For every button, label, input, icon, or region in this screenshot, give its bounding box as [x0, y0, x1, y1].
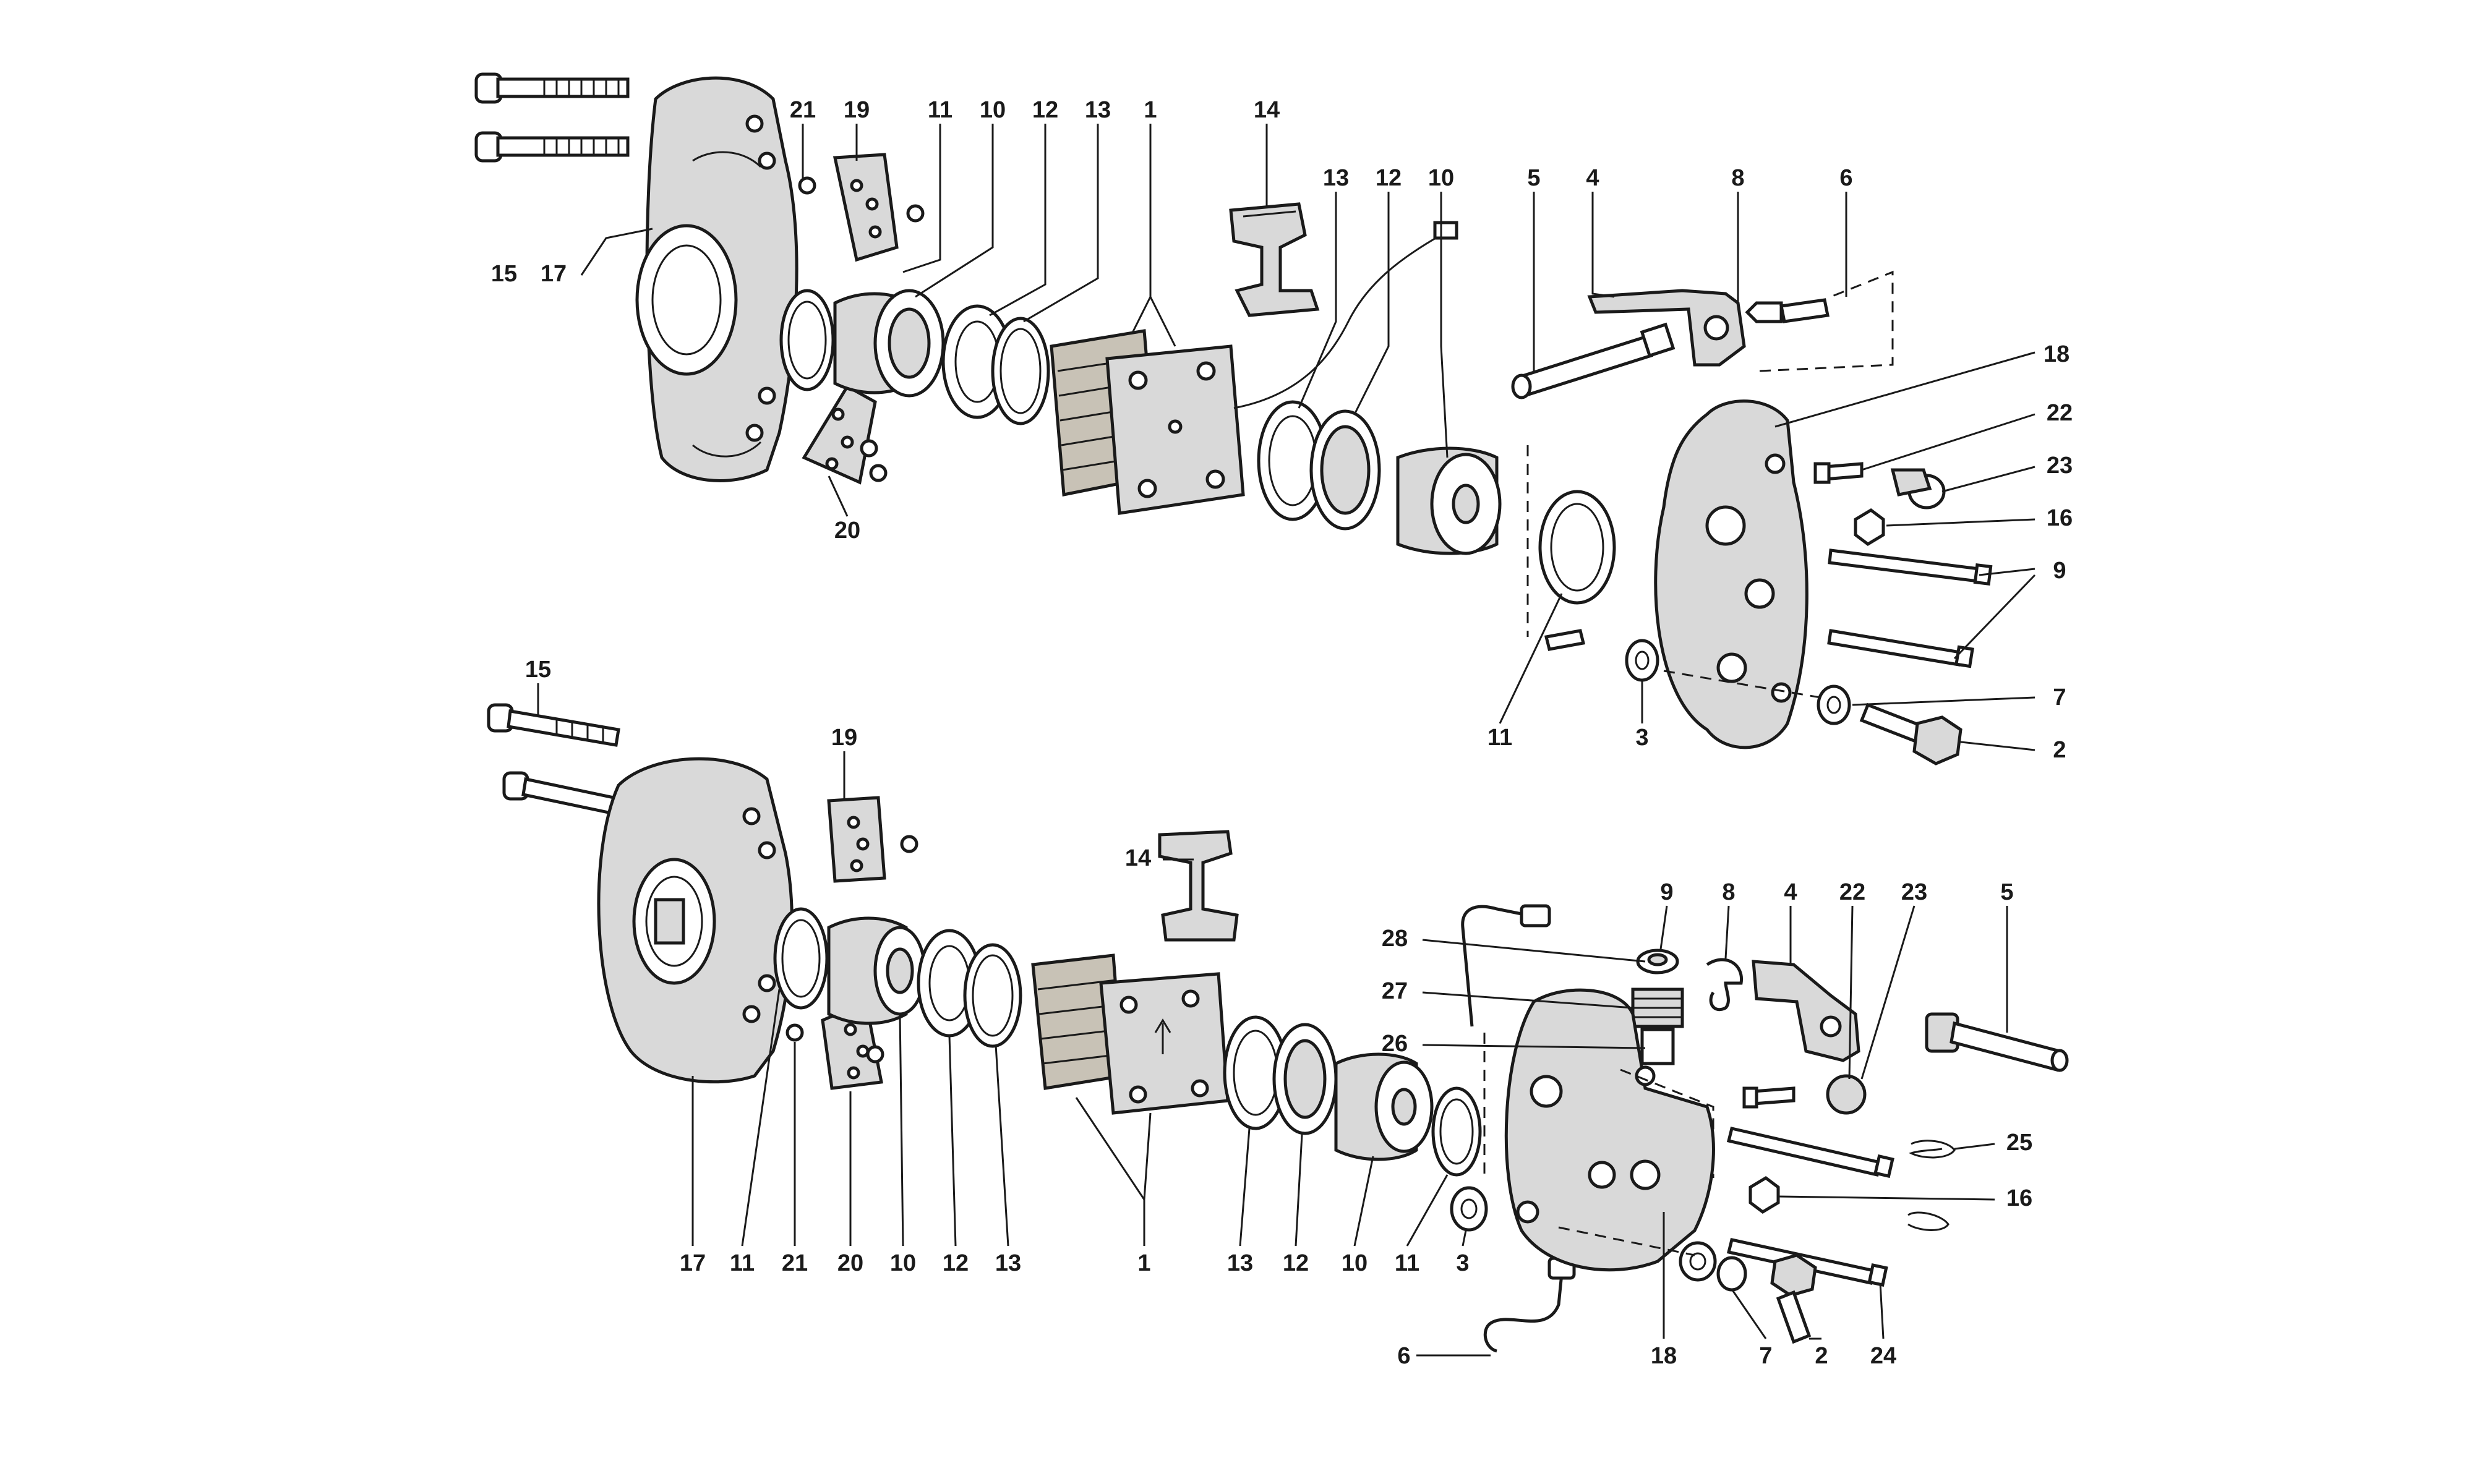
callout-u10a: 10	[980, 97, 1006, 123]
callout-u1: 1	[1144, 97, 1157, 123]
callout-l7: 7	[1759, 1343, 1772, 1369]
callout-l11a: 11	[730, 1250, 755, 1276]
callout-l9: 9	[1660, 879, 1673, 905]
callout-l15: 15	[525, 657, 551, 683]
callout-l10b: 10	[1342, 1250, 1368, 1276]
lower-left-piston-stack	[773, 907, 1022, 1048]
callout-u17: 17	[541, 261, 567, 287]
upper-right-piston-stack	[1257, 400, 1502, 555]
callout-l27: 27	[1382, 978, 1408, 1004]
callout-u6: 6	[1839, 165, 1852, 191]
lower-caliper-assembly	[487, 703, 2069, 1353]
lower-pad-direction-arrow-icon	[1154, 1018, 1171, 1054]
lower-dashed-guide-bottom	[1558, 1226, 1695, 1256]
lower-brake-pads	[1031, 953, 1230, 1115]
callout-u9: 9	[2053, 558, 2066, 584]
callout-u19: 19	[844, 97, 870, 123]
callout-u12b: 12	[1376, 165, 1402, 191]
callout-u15: 15	[491, 261, 517, 287]
lower-pins-washers-bolt	[1679, 1127, 1956, 1344]
upper-long-bolts	[474, 72, 630, 163]
callout-l11b: 11	[1395, 1250, 1419, 1276]
lower-outer-caliper-half	[597, 757, 794, 1084]
callout-l21: 21	[782, 1250, 808, 1276]
lower-dashed-guide-bracket	[1620, 1068, 1714, 1178]
upper-dashed-guide-top	[1759, 270, 1894, 372]
callout-u13a: 13	[1085, 97, 1111, 123]
callout-u5: 5	[1527, 165, 1540, 191]
callout-u18: 18	[2044, 341, 2070, 367]
upper-inner-caliper-half	[1654, 399, 1808, 749]
callout-u14: 14	[1254, 97, 1280, 123]
lower-bracket-group	[1706, 958, 2069, 1115]
callout-l2: 2	[1815, 1343, 1828, 1369]
upper-left-piston-stack	[779, 289, 1050, 425]
callout-u20: 20	[834, 518, 860, 544]
callout-l4: 4	[1784, 879, 1797, 905]
upper-brake-pads	[1050, 329, 1245, 515]
upper-guide-pins	[1827, 548, 1993, 668]
callout-u23: 23	[2047, 453, 2073, 479]
upper-outer-caliper-half	[635, 76, 798, 482]
lower-right-piston-stack	[1223, 1015, 1488, 1232]
callout-l14: 14	[1125, 845, 1151, 871]
upper-bleeder-bracket-group	[1511, 289, 1830, 399]
upper-pad-spring-clip	[1229, 202, 1320, 317]
callout-l24: 24	[1870, 1343, 1896, 1369]
callout-u21: 21	[790, 97, 816, 123]
upper-fittings-right	[1813, 462, 1946, 547]
upper-dashed-guide-right	[1663, 670, 1828, 700]
callout-l28: 28	[1382, 926, 1408, 952]
callout-l12b: 12	[1283, 1250, 1309, 1276]
callout-l5: 5	[2000, 879, 2013, 905]
callout-l6: 6	[1397, 1343, 1410, 1369]
lower-bleeder-stack	[1631, 949, 1684, 1065]
callout-l13a: 13	[995, 1250, 1021, 1276]
callout-u10b: 10	[1428, 165, 1454, 191]
callout-u11b: 11	[1487, 725, 1512, 751]
callout-l22: 22	[1839, 879, 1865, 905]
upper-wear-sensor-wire	[1233, 234, 1442, 409]
callout-u22: 22	[2047, 400, 2073, 426]
callout-u7: 7	[2053, 684, 2066, 710]
callout-u11a: 11	[928, 97, 952, 123]
callout-u3: 3	[1635, 725, 1648, 751]
callout-l20: 20	[837, 1250, 863, 1276]
lower-inner-caliper-half	[1504, 988, 1715, 1272]
callout-l17: 17	[680, 1250, 706, 1276]
callout-u4: 4	[1586, 165, 1599, 191]
lower-pad-spring-clip	[1158, 830, 1239, 942]
leader-lines	[537, 124, 2036, 1357]
upper-caliper-assembly	[474, 72, 1993, 765]
upper-caliper-plates	[798, 153, 925, 485]
callout-u16: 16	[2047, 505, 2073, 531]
callout-l16: 16	[2006, 1185, 2032, 1211]
callout-l13b: 13	[1227, 1250, 1253, 1276]
callout-l19: 19	[831, 725, 857, 751]
callout-u8: 8	[1731, 165, 1744, 191]
upper-sensor-connector	[1433, 221, 1458, 240]
lower-r-clip-bottom	[1907, 1211, 1950, 1231]
callout-u12a: 12	[1032, 97, 1058, 123]
callout-l1: 1	[1137, 1250, 1150, 1276]
callout-l26: 26	[1382, 1031, 1408, 1057]
callout-l8: 8	[1722, 879, 1735, 905]
lower-r-clip-top	[1909, 1140, 1956, 1159]
callout-l3: 3	[1456, 1250, 1469, 1276]
callout-l25: 25	[2006, 1130, 2032, 1156]
callout-u2: 2	[2053, 737, 2066, 763]
upper-seal-washers-bolt	[1538, 490, 1963, 765]
callout-l18: 18	[1651, 1343, 1677, 1369]
callout-u13b: 13	[1323, 165, 1349, 191]
callout-l10a: 10	[890, 1250, 916, 1276]
callout-l23: 23	[1901, 879, 1927, 905]
callout-l12a: 12	[943, 1250, 969, 1276]
